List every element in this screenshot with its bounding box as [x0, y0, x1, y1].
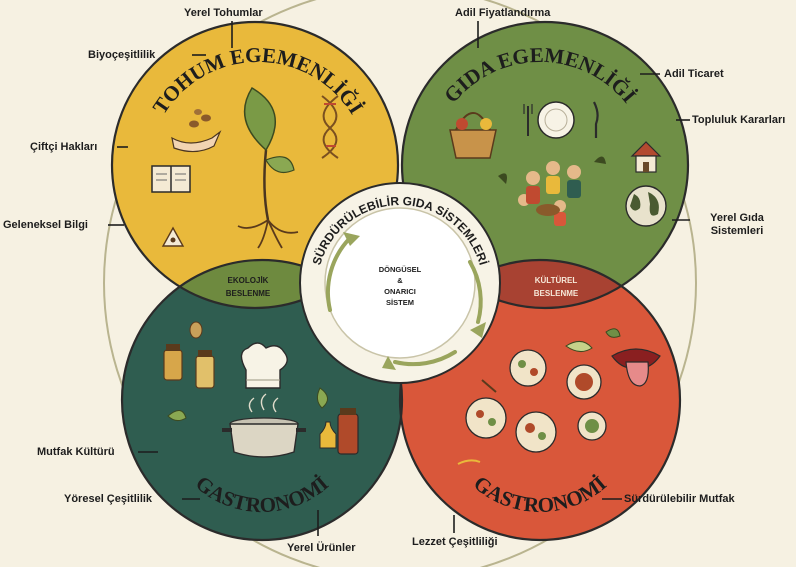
globe-icon: [625, 185, 667, 227]
overlap-label-left-2: BESLENME: [226, 289, 271, 298]
outer-guide-circle: [103, 0, 697, 567]
spice-jar-icon: [163, 321, 215, 389]
basket-icon: [449, 112, 497, 159]
callout-yoresel-cesitlilik: Yöresel Çeşitlilik: [64, 493, 153, 505]
house-icon: [630, 141, 662, 173]
callout-yerel-gida-line2: Sistemleri: [710, 225, 764, 237]
knife-icon: [593, 101, 599, 138]
overlap-label-left-1: EKOLOJİK: [228, 276, 269, 285]
seed-hand-icon: [171, 109, 222, 153]
overlap-label-right-2: BESLENME: [534, 289, 579, 298]
leaf-icon: [498, 156, 606, 184]
plant-sprout-icon: [237, 86, 299, 249]
callout-yerel-urunler: Yerel Ürünler: [287, 542, 356, 554]
callout-lezzet-cesitliligi: Lezzet Çeşitliliği: [412, 536, 498, 548]
center-text-4: SİSTEM: [386, 298, 414, 307]
plate-icon: [537, 101, 575, 139]
overlap-label-right-1: KÜLTÜREL: [535, 276, 578, 285]
callout-ciftci-haklari: Çiftçi Hakları: [30, 141, 98, 153]
center-core: [324, 207, 476, 359]
fork-icon: [523, 104, 533, 136]
center-text-1: DÖNGÜSEL: [379, 265, 422, 274]
book-icon: [151, 165, 191, 193]
callout-geleneksel-bilgi: Geleneksel Bilgi: [3, 219, 88, 231]
callout-yerel-gida-sistemleri: Yerel Gıda Sistemleri: [692, 212, 782, 238]
herb-icon: [167, 387, 328, 422]
seed-triangle-icon: [161, 226, 185, 247]
people-group-icon: [518, 161, 581, 226]
callout-yerel-tohumlar: Yerel Tohumlar: [184, 7, 263, 19]
tongue-icon: [611, 348, 661, 387]
food-bowl-icon: [465, 349, 607, 453]
center-text-2: &: [397, 276, 403, 285]
dna-icon: [321, 95, 339, 159]
chef-hat-icon: [240, 342, 288, 389]
callout-biyocesitlilik: Biyoçeşitlilik: [88, 49, 156, 61]
cooking-pot-icon: [222, 393, 306, 458]
callout-topluluk-kararlari: Topluluk Kararları: [692, 114, 786, 126]
callout-mutfak-kulturu: Mutfak Kültürü: [37, 446, 115, 458]
cycle-arrows-icon: [326, 236, 483, 367]
callout-adil-fiyatlandirma: Adil Fiyatlandırma: [455, 7, 551, 19]
callout-adil-ticaret: Adil Ticaret: [664, 68, 724, 80]
bottle-icon: [319, 408, 359, 455]
callout-yerel-gida-line1: Yerel Gıda: [710, 212, 764, 224]
callout-surdurulebilir-mutfak: Sürdürülebilir Mutfak: [624, 493, 735, 505]
leaf-icon: [457, 328, 621, 465]
center-text-3: ONARICI: [384, 287, 416, 296]
